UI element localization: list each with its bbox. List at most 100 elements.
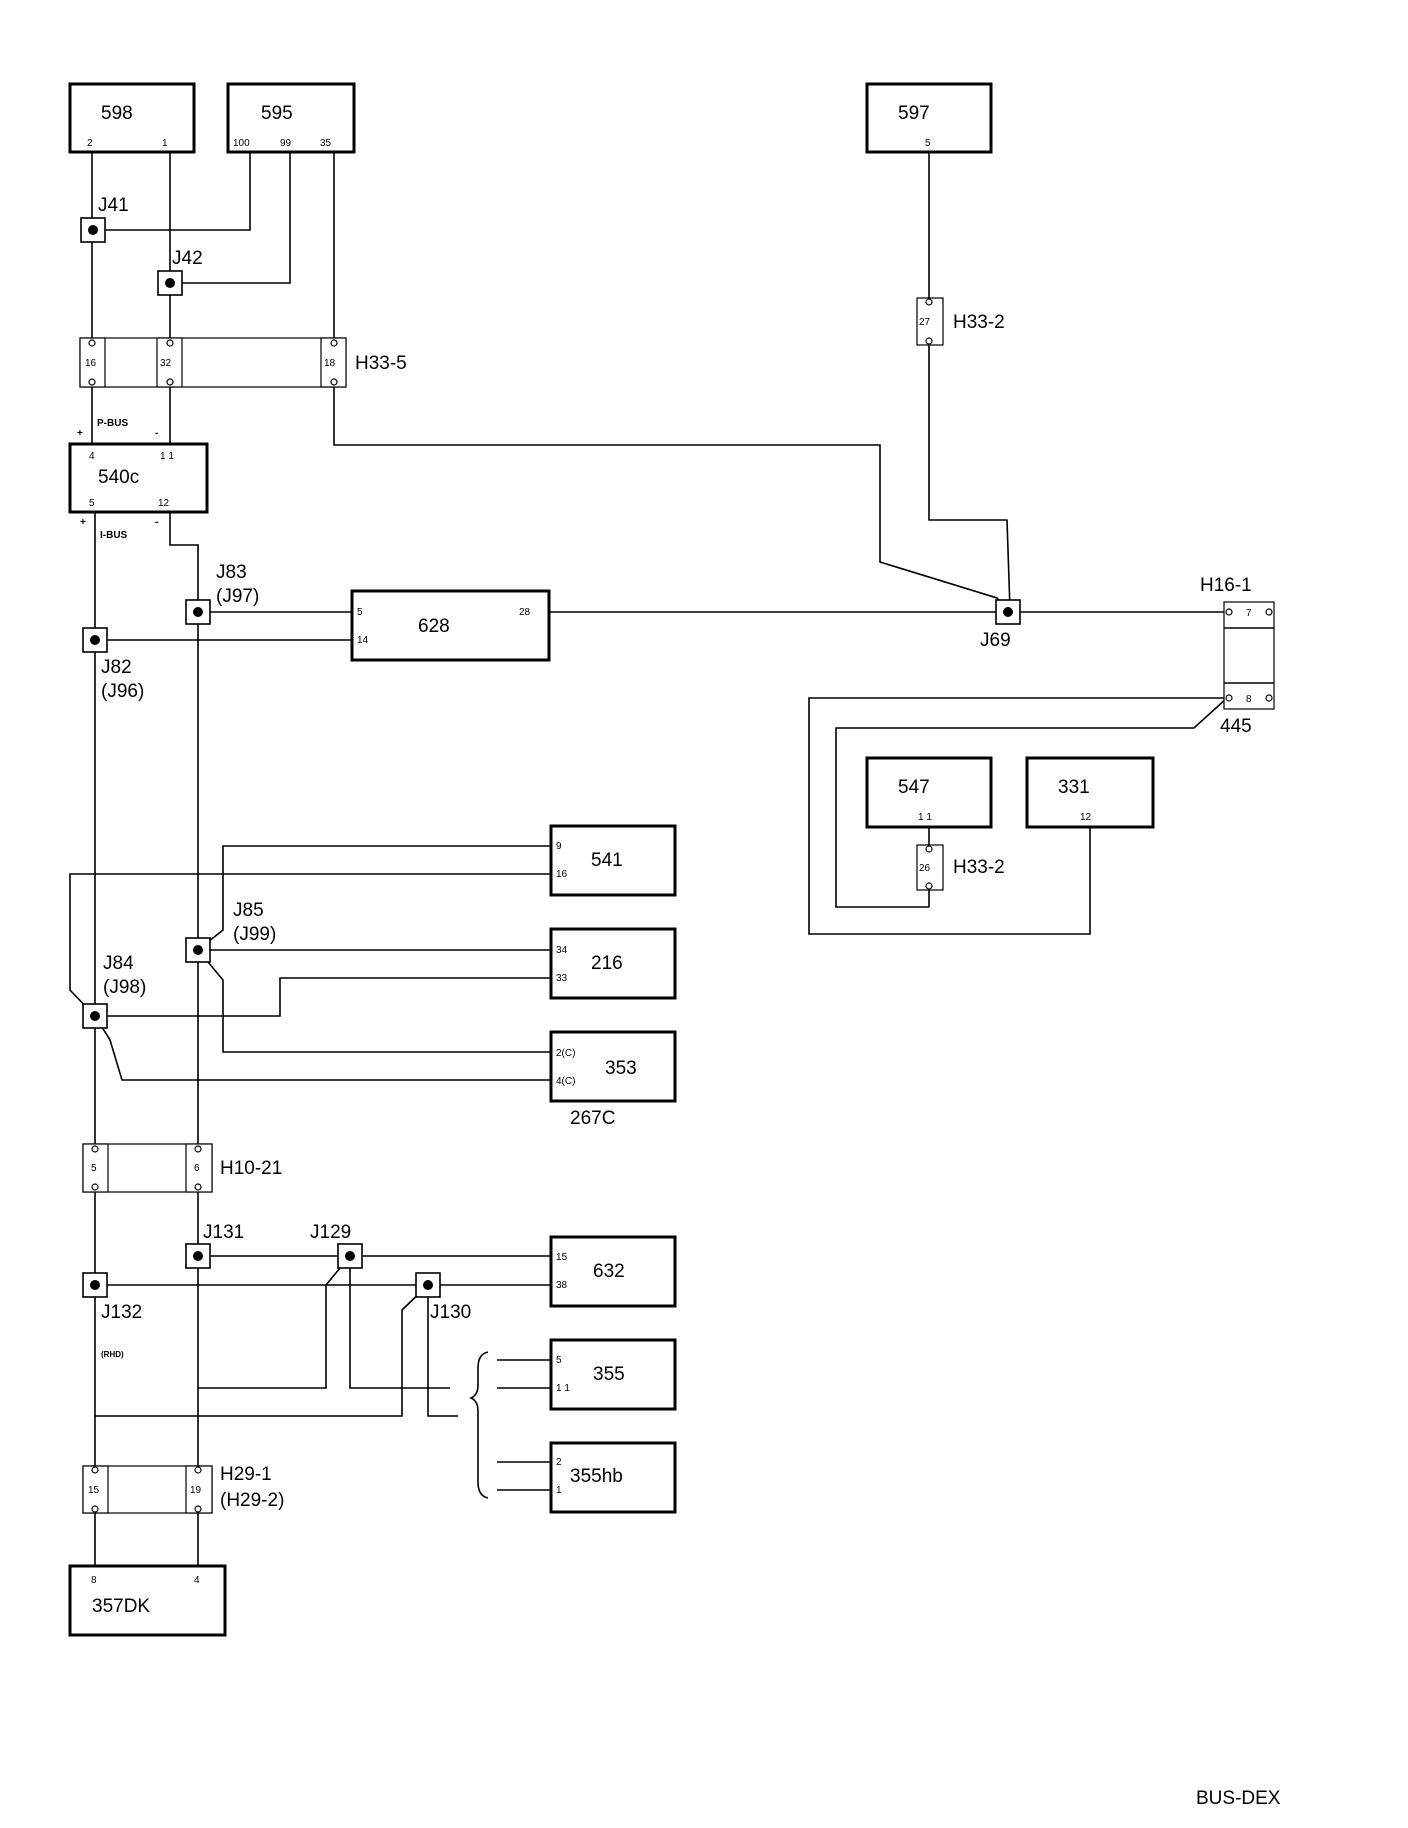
component-label: 357DK (92, 1596, 150, 1617)
pin-label: 1 (556, 1485, 562, 1496)
pin-label: 34 (556, 945, 568, 956)
component-355: 355 5 1 1 (549, 1338, 677, 1411)
label-text: (J97) (216, 586, 259, 607)
label-text: J131 (203, 1222, 244, 1243)
pin-label: 2(C) (556, 1048, 575, 1059)
wire-595-99 (170, 152, 291, 284)
component-540c: 540c 4 1 1 5 12 (68, 442, 209, 514)
wire-j129-right (349, 1256, 450, 1389)
label-text: J83 (216, 562, 247, 583)
pin-label: 1 1 (556, 1383, 570, 1394)
connector-label: H29-1 (220, 1464, 272, 1485)
wire-h33-2-to-j69 (928, 345, 1011, 611)
component-547: 547 1 1 (865, 756, 993, 829)
pin-label: 18 (324, 358, 336, 369)
connector-caption: 445 (1220, 716, 1252, 737)
wire-h16-8-331 (808, 697, 1227, 935)
label-text: - (155, 517, 158, 528)
pin-label: 9 (556, 841, 562, 852)
wire-j130-right (427, 1285, 458, 1417)
component-628: 628 5 14 28 (350, 589, 551, 662)
pin-label: 1 (162, 138, 168, 149)
label-text: (RHD) (101, 1350, 124, 1359)
pin-label: 12 (158, 498, 170, 509)
pin-label: 2 (556, 1457, 562, 1468)
brace-rhd (468, 1351, 489, 1499)
connector-label: H33-5 (355, 353, 407, 374)
component-355hb: 355hb 2 1 (549, 1441, 677, 1514)
wire-h33-5-18-to-j69 (333, 387, 1008, 611)
splice-j82: J82 (J96) (82, 627, 144, 702)
pin-label: 19 (190, 1485, 202, 1496)
pin-label: 5 (925, 138, 931, 149)
wire-353-4c (94, 1015, 551, 1081)
pin-label: 15 (88, 1485, 100, 1496)
component-595: 595 100 99 35 (226, 82, 356, 154)
component-597: 597 5 (865, 82, 993, 154)
pin-label: 15 (556, 1252, 568, 1263)
connector-h33-2-top: 27 H33-2 (916, 297, 1005, 346)
pin-label: 100 (233, 138, 250, 149)
label-text: (J98) (103, 977, 146, 998)
splice-j129: J129 (310, 1222, 363, 1269)
pin-label: 1 1 (918, 812, 932, 823)
pin-label: 38 (556, 1280, 568, 1291)
wire-j129-left (198, 1255, 351, 1389)
component-label: 598 (101, 103, 133, 124)
component-label: 597 (898, 103, 930, 124)
pin-label: 33 (556, 973, 568, 984)
label-text: J82 (101, 657, 132, 678)
bus-labels: P-BUS + - I-BUS + - (RHD) (77, 418, 158, 1359)
pin-label: 4(C) (556, 1076, 575, 1087)
pin-label: 28 (519, 607, 531, 618)
connector-h33-5: 16 32 18 H33-5 (79, 337, 407, 388)
splice-j130: J130 (415, 1272, 471, 1323)
component-label: 540c (98, 467, 139, 488)
label-text: J130 (430, 1302, 471, 1323)
pin-label: 8 (91, 1575, 97, 1586)
component-598: 598 2 1 (68, 82, 196, 154)
connector-label: H33-2 (953, 312, 1005, 333)
pin-label: 2 (87, 138, 93, 149)
label-text: + (77, 428, 83, 439)
pin-label: 27 (919, 317, 931, 328)
label-text: P-BUS (97, 418, 128, 429)
component-541: 541 9 16 (549, 824, 677, 897)
splice-j85: J85 (J99) (185, 900, 276, 963)
component-216: 216 34 33 (549, 927, 677, 1000)
label-text: J132 (101, 1302, 142, 1323)
component-label: 632 (593, 1261, 625, 1282)
splice-j42: J42 (157, 248, 203, 296)
splice-j69: J69 (980, 599, 1021, 651)
pin-label: 12 (1080, 812, 1092, 823)
component-label: 355 (593, 1364, 625, 1385)
component-label: 595 (261, 103, 293, 124)
connector-label: H10-21 (220, 1158, 282, 1179)
label-text: J41 (98, 195, 129, 216)
wire-353-2c (197, 949, 551, 1053)
wire-h16-8-547 (835, 697, 1228, 908)
wire-216-33 (95, 977, 551, 1017)
splice-j132: J132 (82, 1272, 142, 1323)
pin-label: 35 (320, 138, 332, 149)
connector-h16-1: 7 8 H16-1 445 (1200, 575, 1275, 737)
wire-ibus-minus (169, 512, 199, 1144)
wire-541-16 (69, 873, 551, 1017)
pin-label: 5 (357, 607, 363, 618)
pin-label: 5 (556, 1355, 562, 1366)
wire-595-100 (92, 152, 251, 231)
splice-j83: J83 (J97) (185, 562, 259, 625)
pin-label: 6 (194, 1163, 200, 1174)
pin-label: 32 (160, 358, 172, 369)
pin-label: 4 (89, 451, 95, 462)
splice-j84: J84 (J98) (82, 953, 146, 1029)
component-331: 331 12 (1025, 756, 1155, 829)
diagram-id-footer: BUS-DEX (1196, 1788, 1281, 1809)
connector-h10-21: 5 6 H10-21 (82, 1143, 282, 1193)
label-text: - (155, 428, 158, 439)
component-label: 547 (898, 777, 930, 798)
component-353: 353 2(C) 4(C) 267C (549, 1030, 677, 1129)
pin-label: 8 (1246, 694, 1252, 705)
pin-label: 16 (556, 869, 568, 880)
component-label: 355hb (570, 1466, 623, 1487)
